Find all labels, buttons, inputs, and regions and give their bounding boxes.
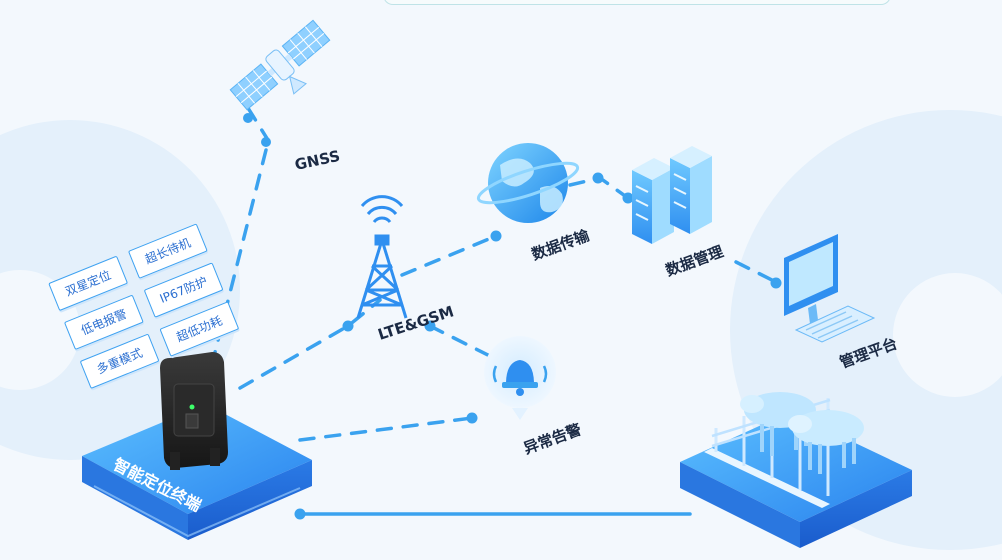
manage-label: 数据管理	[663, 242, 726, 279]
line-lte-alarm	[428, 324, 496, 360]
connection-dots	[243, 113, 782, 520]
ranch-platform	[680, 412, 912, 548]
line-terminal-alarm	[298, 416, 474, 442]
line-manage-platform	[734, 260, 778, 284]
server-icon	[632, 146, 712, 244]
transfer-label: 数据传输	[529, 226, 592, 264]
satellite-icon	[229, 19, 331, 111]
lte-label: LTE&GSM	[376, 302, 456, 343]
line-lte-transfer	[400, 234, 498, 277]
line-satellite-gnss	[246, 106, 270, 142]
line-gnss-terminal	[206, 148, 268, 382]
tower-icon	[356, 195, 408, 319]
alarm-label: 异常告警	[521, 420, 584, 457]
bg-circle-right-inner	[893, 273, 1002, 397]
cattle-icon	[711, 392, 864, 496]
gnss-label: GNSS	[293, 147, 342, 174]
locator-device-icon	[160, 352, 228, 470]
alarm-bell-icon	[484, 336, 556, 420]
computer-icon	[784, 234, 876, 343]
line-terminal-lte	[238, 298, 382, 390]
globe-icon	[476, 143, 580, 223]
